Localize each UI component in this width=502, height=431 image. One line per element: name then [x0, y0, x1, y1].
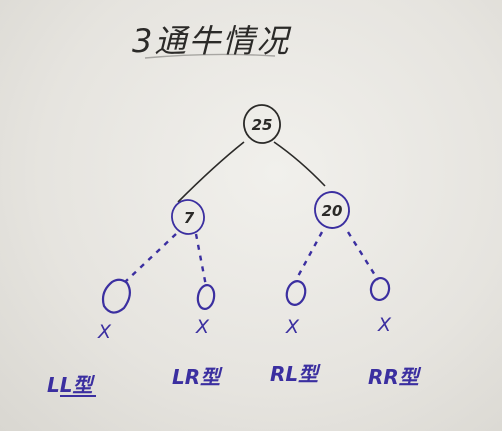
- leaf-node-lr: X LR型: [172, 284, 223, 389]
- title-underline: [144, 53, 276, 59]
- edge-right-rr: [346, 231, 380, 281]
- edge-left-lr: [194, 233, 208, 287]
- leaf-node-rr: X RR型: [368, 276, 422, 389]
- left-node-label: 7: [184, 209, 195, 227]
- root-node-label: 25: [252, 116, 273, 134]
- leaf-node-ll: X LL型: [47, 278, 131, 397]
- edge-left-ll: [124, 233, 177, 283]
- edge-root-left: [177, 141, 245, 203]
- leaf-type-ll: LL型: [47, 373, 95, 397]
- leaf-type-lr: LR型: [172, 365, 223, 389]
- leaf-type-rr: RR型: [368, 365, 422, 389]
- leaf-mark-rl: X: [285, 316, 300, 338]
- right-node-label: 20: [322, 202, 343, 220]
- leaf-node-rl: X RL型: [270, 280, 321, 386]
- right-node: 20: [314, 191, 350, 229]
- leaf-type-rl: RL型: [270, 362, 321, 386]
- edge-root-right: [273, 141, 326, 187]
- diagram-title: 3通牛情况: [132, 22, 292, 60]
- leaf-mark-lr: X: [195, 316, 210, 338]
- leaf-mark-rr: X: [377, 314, 392, 336]
- edge-right-rl: [294, 231, 324, 281]
- root-node: 25: [243, 104, 281, 144]
- leaf-mark-ll: X: [97, 321, 112, 343]
- left-node: 7: [171, 199, 205, 235]
